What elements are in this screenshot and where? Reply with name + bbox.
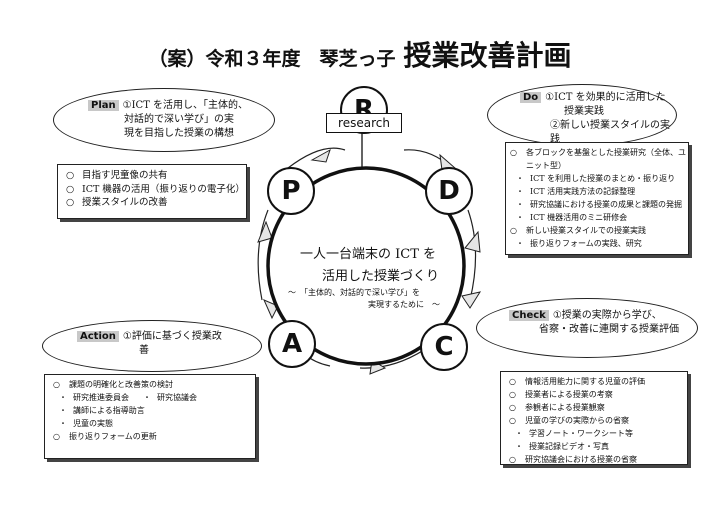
do-head2: ○新しい授業スタイルでの授業実践 xyxy=(510,226,646,235)
check-item: ○参観者による授業観察 xyxy=(509,403,605,412)
letter-a: A xyxy=(268,320,316,368)
plan-box: ○目指す児童像の共有 ○ICT 機器の活用（振り返りの電子化） ○授業スタイルの… xyxy=(57,164,247,219)
do-tag: Do xyxy=(520,92,542,103)
center-line2: 活用した授業づくり xyxy=(322,269,440,284)
arrow-1 xyxy=(310,148,331,163)
check-item: ○情報活用能力に関する児童の評価 xyxy=(509,377,645,386)
do-head1: ○各ブロックを基盤とした授業研究（全体、ユ xyxy=(510,148,686,157)
do-sub-item: ・ICT 活用実践方法の記録整理 xyxy=(516,187,636,196)
arrow-7 xyxy=(257,220,273,243)
research-label: research xyxy=(326,113,402,133)
page-title: （案）令和３年度 琴芝っ子授業改善計画 xyxy=(0,34,720,74)
cycle-arrows xyxy=(257,148,482,375)
do-sub-item: ・研究協議における授業の成果と課題の発掘 xyxy=(516,200,682,209)
do-box: ○各ブロックを基盤とした授業研究（全体、ユ ニット型） ・ICT を利用した授業… xyxy=(505,142,689,255)
action-box: ○課題の明確化と改善策の検討 ・研究推進委員会・研究協議会 ・講師による指導助言… xyxy=(44,374,256,459)
arc-right xyxy=(467,209,477,301)
action-sub-item: ・児童の実態 xyxy=(59,419,113,428)
action-head1: ○課題の明確化と改善策の検討 xyxy=(53,380,173,389)
letter-p: P xyxy=(267,167,315,215)
do-line-3: ②新しい授業スタイルの実践 xyxy=(550,120,670,145)
letter-d: D xyxy=(425,167,473,215)
center-sub2: 実現するために ～ xyxy=(368,300,440,309)
title-main: 授業改善計画 xyxy=(403,39,572,72)
do-head1-cont: ニット型） xyxy=(526,161,566,170)
plan-item: ○授業スタイルの改善 xyxy=(66,197,168,208)
check-line-2: 省察・改善に連関する授業評価 xyxy=(539,324,679,335)
center-line1: 一人一台端末の ICT を xyxy=(300,247,437,262)
arrow-4 xyxy=(461,291,482,309)
check-item: ○児童の学びの実際からの省察 xyxy=(509,416,629,425)
plan-line-2: 対話的で深い学び」の実 xyxy=(124,114,234,125)
plan-line-3: 現を目指した授業の構想 xyxy=(124,128,234,139)
action-sub-item: ・講師による指導助言 xyxy=(59,406,145,415)
center-circle xyxy=(266,166,466,366)
check-item: ○研究協議会における授業の省察 xyxy=(509,455,637,464)
arc-top-left xyxy=(287,147,346,169)
plan-item: ○目指す児童像の共有 xyxy=(66,170,168,181)
action-head2: ○振り返りフォームの更新 xyxy=(53,432,157,441)
check-sub-item: ・授業記録ビデオ・写真 xyxy=(515,442,609,451)
do-sub-item: ・ICT 機器活用のミニ研修会 xyxy=(516,213,628,222)
action-tag: Action xyxy=(77,331,119,342)
check-item: ○授業者による授業の考察 xyxy=(509,390,613,399)
do-line-2: 授業実践 xyxy=(564,106,604,117)
check-box: ○情報活用能力に関する児童の評価 ○授業者による授業の考察 ○参観者による授業観… xyxy=(500,371,688,465)
center-sub1: ～ 「主体的、対話的で深い学び」を xyxy=(288,288,420,297)
plan-item: ○ICT 機器の活用（振り返りの電子化） xyxy=(66,183,245,195)
plan-tag: Plan xyxy=(88,100,119,111)
check-tag: Check xyxy=(509,310,549,321)
action-sub-pair: ・研究推進委員会・研究協議会 xyxy=(59,393,197,402)
check-sub-item: ・学習ノート・ワークシート等 xyxy=(515,429,633,438)
arrow-3 xyxy=(464,230,481,253)
title-prefix: （案）令和３年度 琴芝っ子 xyxy=(148,48,396,70)
do-sub-item: ・ICT を利用した授業のまとめ・振り返り xyxy=(516,174,676,183)
action-line-2: 善 xyxy=(139,345,149,356)
letter-c: C xyxy=(420,323,468,371)
arc-left xyxy=(257,209,269,301)
do-sub-item: ・振り返りフォームの実践、研究 xyxy=(516,239,642,248)
